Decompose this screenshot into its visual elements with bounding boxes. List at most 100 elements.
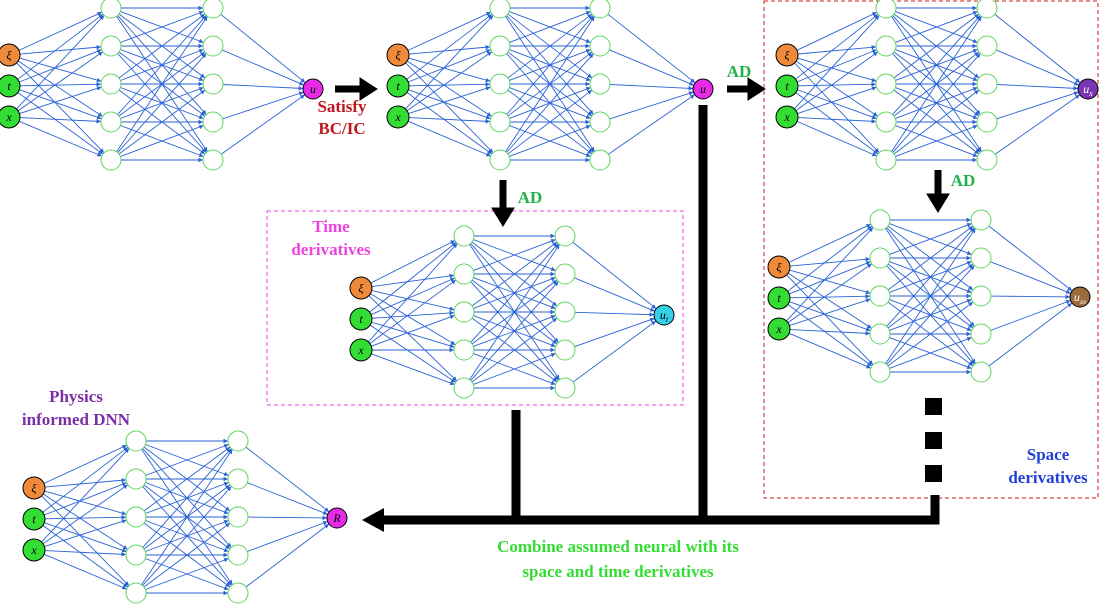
- hidden-neuron: [869, 285, 891, 307]
- network-edge: [787, 304, 873, 367]
- input-node-x: [767, 317, 791, 341]
- output-node-ut: [653, 304, 675, 326]
- hidden-neuron: [976, 111, 998, 133]
- network-edge: [797, 57, 877, 83]
- network-edge: [797, 45, 877, 55]
- network-edge: [789, 301, 871, 332]
- network-edge: [789, 269, 871, 295]
- network-edge: [797, 89, 877, 120]
- input-label-x: x: [5, 110, 12, 124]
- network-edge: [143, 522, 231, 588]
- network-edge: [509, 125, 591, 157]
- network-edge: [889, 337, 972, 369]
- network-edge: [19, 89, 102, 120]
- hidden-neuron: [970, 209, 992, 231]
- network-edge: [887, 225, 974, 291]
- input-label-t: t: [785, 79, 789, 93]
- hidden-neuron: [227, 544, 249, 566]
- hidden-neuron: [869, 209, 891, 231]
- network-edge: [220, 94, 306, 155]
- hidden-neuron: [125, 506, 147, 528]
- network-edge: [505, 16, 595, 152]
- hidden-neuron: [554, 263, 576, 285]
- hidden-neuron: [869, 323, 891, 345]
- network-edge: [786, 274, 874, 366]
- network-edge: [407, 11, 492, 51]
- network-edge: [470, 243, 559, 343]
- hidden-neuron: [875, 111, 897, 133]
- hidden-neuron: [489, 111, 511, 133]
- network-edge: [795, 51, 879, 111]
- network-edge: [247, 520, 328, 552]
- hidden-neuron: [125, 430, 147, 452]
- network-edge: [120, 124, 204, 157]
- input-label-t: t: [32, 512, 36, 526]
- space-derivatives-label-line2: derivatives: [1008, 468, 1088, 487]
- network-edge: [117, 15, 207, 115]
- network-edge: [789, 294, 871, 299]
- network-edge: [470, 281, 559, 381]
- hidden-neuron: [869, 247, 891, 269]
- network-edge: [247, 515, 328, 521]
- network-edge: [116, 16, 208, 152]
- hidden-neuron: [453, 225, 475, 247]
- input-node-x: [349, 338, 373, 362]
- hidden-neuron: [976, 0, 998, 19]
- network-edge: [990, 261, 1071, 294]
- network-edge: [795, 13, 879, 80]
- network-edge: [408, 49, 491, 83]
- hidden-neuron: [589, 35, 611, 57]
- input-label-xi: ξ: [6, 48, 12, 62]
- network-edge: [572, 241, 657, 310]
- hidden-neuron: [100, 111, 122, 133]
- hidden-neuron: [976, 73, 998, 95]
- hidden-neuron: [970, 285, 992, 307]
- output-label-u1: u: [310, 82, 316, 96]
- network-edge: [796, 120, 878, 157]
- network-edge: [369, 279, 457, 344]
- network-edge: [506, 53, 594, 153]
- network-edge: [19, 117, 102, 124]
- input-label-xi: ξ: [784, 48, 790, 62]
- network-edge: [118, 13, 206, 79]
- hidden-neuron: [202, 111, 224, 133]
- network-edge: [220, 13, 306, 84]
- network-edge: [473, 239, 556, 271]
- network-edge: [17, 92, 104, 155]
- network-edge: [247, 482, 328, 515]
- hidden-neuron: [489, 73, 511, 95]
- ellipsis-squares: [925, 398, 942, 482]
- hidden-neuron: [869, 361, 891, 383]
- network-edge: [408, 89, 491, 120]
- output-label-R: R: [332, 511, 341, 525]
- network-edge: [405, 14, 494, 110]
- network-edge: [891, 16, 982, 152]
- satisfy-label-line2: BC/IC: [318, 119, 365, 138]
- network-edge: [895, 11, 978, 43]
- input-label-t: t: [7, 79, 11, 93]
- hidden-neuron: [202, 149, 224, 171]
- network-edge: [574, 311, 655, 317]
- network-edge: [469, 244, 560, 380]
- hidden-neuron: [227, 582, 249, 604]
- network-edge: [471, 317, 558, 383]
- network-edge: [17, 60, 103, 117]
- time-derivatives-label-line1: Time: [312, 217, 350, 236]
- network-edge: [222, 49, 304, 86]
- network-edge: [607, 13, 696, 84]
- space-derivatives-label-line1: Space: [1027, 445, 1070, 464]
- stage-arrows: [335, 77, 950, 227]
- network-edge: [609, 91, 694, 120]
- hidden-neuron: [589, 149, 611, 171]
- network-edge: [574, 317, 655, 348]
- hidden-neuron: [489, 35, 511, 57]
- network-edge: [41, 447, 130, 543]
- network-edge: [408, 86, 491, 115]
- input-node-x: [386, 105, 410, 129]
- ad-label-time: AD: [518, 188, 543, 207]
- network-edge: [408, 57, 491, 83]
- hidden-neuron: [589, 73, 611, 95]
